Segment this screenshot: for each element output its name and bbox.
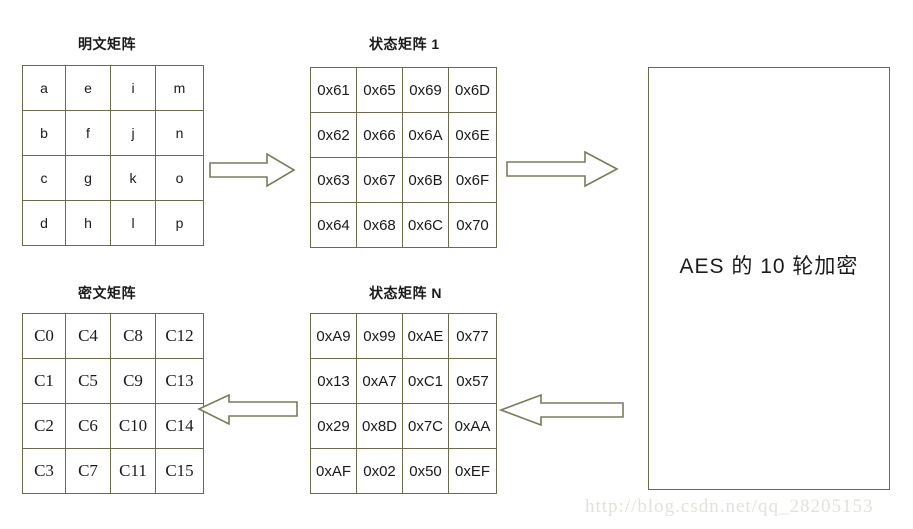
table-row: 0x29 0x8D 0x7C 0xAA — [310, 403, 497, 449]
table-row: 0x64 0x68 0x6C 0x70 — [310, 202, 497, 248]
matrix-cell: o — [155, 155, 204, 201]
table-row: 0xAF 0x02 0x50 0xEF — [310, 448, 497, 494]
matrix-cell: 0xAF — [310, 448, 357, 494]
matrix-cell: 0x6D — [448, 67, 497, 113]
matrix-cell: p — [155, 200, 204, 246]
matrix-cell: 0x6C — [402, 202, 449, 248]
plaintext-matrix-title: 明文矩阵 — [78, 36, 136, 52]
matrix-cell: 0x66 — [356, 112, 403, 158]
table-row: 0x61 0x65 0x69 0x6D — [310, 67, 497, 113]
matrix-cell: b — [22, 110, 66, 156]
matrix-cell: 0x57 — [448, 358, 497, 404]
matrix-cell: h — [65, 200, 111, 246]
matrix-cell: 0x68 — [356, 202, 403, 248]
state-matrix-n: 0xA9 0x99 0xAE 0x77 0x13 0xA7 0xC1 0x57 … — [310, 313, 497, 494]
table-row: C0 C4 C8 C12 — [22, 313, 204, 359]
watermark-text: http://blog.csdn.net/qq_28205153 — [585, 496, 874, 517]
matrix-cell: C3 — [22, 448, 66, 494]
matrix-cell: 0x6E — [448, 112, 497, 158]
matrix-cell: C6 — [65, 403, 111, 449]
matrix-cell: 0x67 — [356, 157, 403, 203]
matrix-cell: 0x29 — [310, 403, 357, 449]
matrix-cell: m — [155, 65, 204, 111]
state-matrix-n-title: 状态矩阵 N — [369, 285, 442, 301]
matrix-cell: C7 — [65, 448, 111, 494]
matrix-cell: i — [110, 65, 156, 111]
matrix-cell: 0xA7 — [356, 358, 403, 404]
matrix-cell: C10 — [110, 403, 156, 449]
ciphertext-matrix-title: 密文矩阵 — [78, 285, 136, 301]
table-row: d h l p — [22, 200, 204, 246]
table-row: a e i m — [22, 65, 204, 111]
state-matrix-1-title: 状态矩阵 1 — [369, 36, 440, 52]
matrix-cell: 0x50 — [402, 448, 449, 494]
matrix-cell: C13 — [155, 358, 204, 404]
arrow-state1-to-aes — [506, 150, 619, 188]
matrix-cell: 0x6A — [402, 112, 449, 158]
matrix-cell: C15 — [155, 448, 204, 494]
matrix-cell: 0x02 — [356, 448, 403, 494]
matrix-cell: e — [65, 65, 111, 111]
matrix-cell: 0x7C — [402, 403, 449, 449]
ciphertext-matrix: C0 C4 C8 C12 C1 C5 C9 C13 C2 C6 C10 C14 … — [22, 313, 204, 494]
matrix-cell: C12 — [155, 313, 204, 359]
matrix-cell: C8 — [110, 313, 156, 359]
matrix-cell: 0x6F — [448, 157, 497, 203]
matrix-cell: 0x8D — [356, 403, 403, 449]
matrix-cell: f — [65, 110, 111, 156]
matrix-cell: 0x69 — [402, 67, 449, 113]
table-row: C2 C6 C10 C14 — [22, 403, 204, 449]
matrix-cell: 0x64 — [310, 202, 357, 248]
matrix-cell: j — [110, 110, 156, 156]
aes-encryption-box: AES 的 10 轮加密 — [648, 67, 890, 490]
plaintext-matrix: a e i m b f j n c g k o d h l p — [22, 65, 204, 246]
matrix-cell: 0x63 — [310, 157, 357, 203]
table-row: 0xA9 0x99 0xAE 0x77 — [310, 313, 497, 359]
matrix-cell: g — [65, 155, 111, 201]
arrow-plaintext-to-state1 — [209, 152, 296, 188]
arrow-aes-to-staten — [498, 393, 624, 428]
matrix-cell: 0x77 — [448, 313, 497, 359]
matrix-cell: 0x99 — [356, 313, 403, 359]
table-row: 0x62 0x66 0x6A 0x6E — [310, 112, 497, 158]
matrix-cell: 0xC1 — [402, 358, 449, 404]
matrix-cell: C1 — [22, 358, 66, 404]
matrix-cell: 0x65 — [356, 67, 403, 113]
matrix-cell: l — [110, 200, 156, 246]
matrix-cell: C5 — [65, 358, 111, 404]
matrix-cell: 0x61 — [310, 67, 357, 113]
matrix-cell: C2 — [22, 403, 66, 449]
matrix-cell: C9 — [110, 358, 156, 404]
table-row: C3 C7 C11 C15 — [22, 448, 204, 494]
table-row: 0x63 0x67 0x6B 0x6F — [310, 157, 497, 203]
matrix-cell: k — [110, 155, 156, 201]
matrix-cell: 0xA9 — [310, 313, 357, 359]
matrix-cell: 0xEF — [448, 448, 497, 494]
matrix-cell: d — [22, 200, 66, 246]
arrow-staten-to-ciphertext — [197, 393, 298, 426]
matrix-cell: 0x13 — [310, 358, 357, 404]
matrix-cell: c — [22, 155, 66, 201]
matrix-cell: 0x70 — [448, 202, 497, 248]
table-row: C1 C5 C9 C13 — [22, 358, 204, 404]
matrix-cell: C14 — [155, 403, 204, 449]
table-row: 0x13 0xA7 0xC1 0x57 — [310, 358, 497, 404]
matrix-cell: 0x62 — [310, 112, 357, 158]
table-row: b f j n — [22, 110, 204, 156]
matrix-cell: C4 — [65, 313, 111, 359]
matrix-cell: C0 — [22, 313, 66, 359]
table-row: c g k o — [22, 155, 204, 201]
aes-box-label: AES 的 10 轮加密 — [679, 254, 859, 278]
matrix-cell: 0xAA — [448, 403, 497, 449]
state-matrix-1: 0x61 0x65 0x69 0x6D 0x62 0x66 0x6A 0x6E … — [310, 67, 497, 248]
matrix-cell: 0x6B — [402, 157, 449, 203]
matrix-cell: n — [155, 110, 204, 156]
matrix-cell: C11 — [110, 448, 156, 494]
matrix-cell: a — [22, 65, 66, 111]
matrix-cell: 0xAE — [402, 313, 449, 359]
